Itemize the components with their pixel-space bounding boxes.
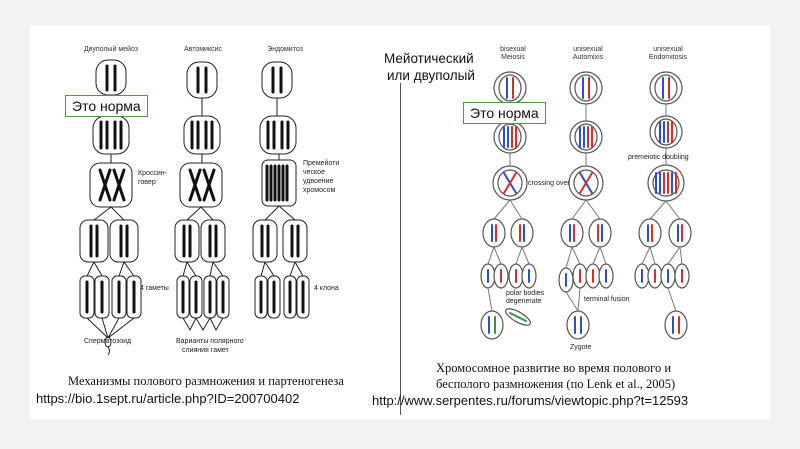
right-header-automixis: unisexual Automixis bbox=[572, 46, 604, 61]
left-diagram: Двуполый мейоз Автомиксис Эндомитоз bbox=[36, 46, 344, 406]
overlay-title-line1: Мейотический bbox=[384, 51, 474, 66]
label-crossing-over-ru-1: Кроссин- bbox=[138, 170, 167, 177]
label-premeiotic-ru-3: удвоение bbox=[303, 178, 334, 185]
right-caption-line2: бесполого размножения (по Lenk et al., 2… bbox=[436, 377, 676, 391]
label-premeiotic-ru-2: ческое bbox=[303, 169, 325, 176]
right-header-endomitosis: unisexual Endomitosis bbox=[648, 46, 688, 61]
left-header-automixis: Автомиксис bbox=[183, 46, 223, 53]
label-gametes: 4 гаметы bbox=[140, 285, 169, 292]
right-source-link[interactable]: http://www.serpentes.ru/forums/viewtopic… bbox=[372, 393, 689, 408]
left-header-endomitosis: Эндомитоз bbox=[267, 46, 303, 53]
label-crossing-over-en: crossing over bbox=[528, 180, 570, 187]
right-diagram-drawing bbox=[480, 71, 692, 340]
label-polar-bodies-1: polar bodies bbox=[506, 290, 545, 297]
label-premeiotic-ru-4: хромосом bbox=[303, 187, 336, 194]
left-caption: Механизмы полового размножения и партено… bbox=[68, 374, 344, 388]
label-crossing-over-ru-2: говер bbox=[138, 179, 156, 186]
left-source-link[interactable]: https://bio.1sept.ru/article.php?ID=2007… bbox=[36, 391, 300, 406]
label-zygote: Zygote bbox=[570, 344, 592, 351]
left-header-meiosis: Двуполый мейоз bbox=[84, 46, 138, 53]
label-polar-fusion-2: слияния гамет bbox=[182, 347, 229, 354]
label-premeiotic-ru-1: Премейоти bbox=[303, 160, 340, 167]
right-caption-line1: Хромосомное развитие во время полового и bbox=[436, 361, 672, 375]
right-diagram: bisexual Meiosis unisexual Automixis uni… bbox=[372, 0, 800, 449]
label-clones: 4 клона bbox=[314, 285, 339, 292]
right-callout-normal: Это норма bbox=[463, 102, 546, 124]
label-terminal-fusion: terminal fusion bbox=[584, 296, 630, 303]
right-header-meiosis: bisexual Meiosis bbox=[500, 46, 526, 61]
label-spermatozoid: Сперматозоид bbox=[84, 338, 132, 345]
panel-divider bbox=[400, 70, 401, 415]
left-callout-normal: Это норма bbox=[65, 95, 148, 117]
label-premeiotic-en: premeiotic doubling bbox=[628, 154, 689, 161]
overlay-title-line2: или двуполый bbox=[387, 68, 475, 83]
label-polar-fusion-1: Варианты полярного bbox=[176, 338, 244, 345]
label-polar-bodies-2: degenerate bbox=[506, 298, 542, 305]
left-diagram-drawing bbox=[79, 59, 310, 356]
